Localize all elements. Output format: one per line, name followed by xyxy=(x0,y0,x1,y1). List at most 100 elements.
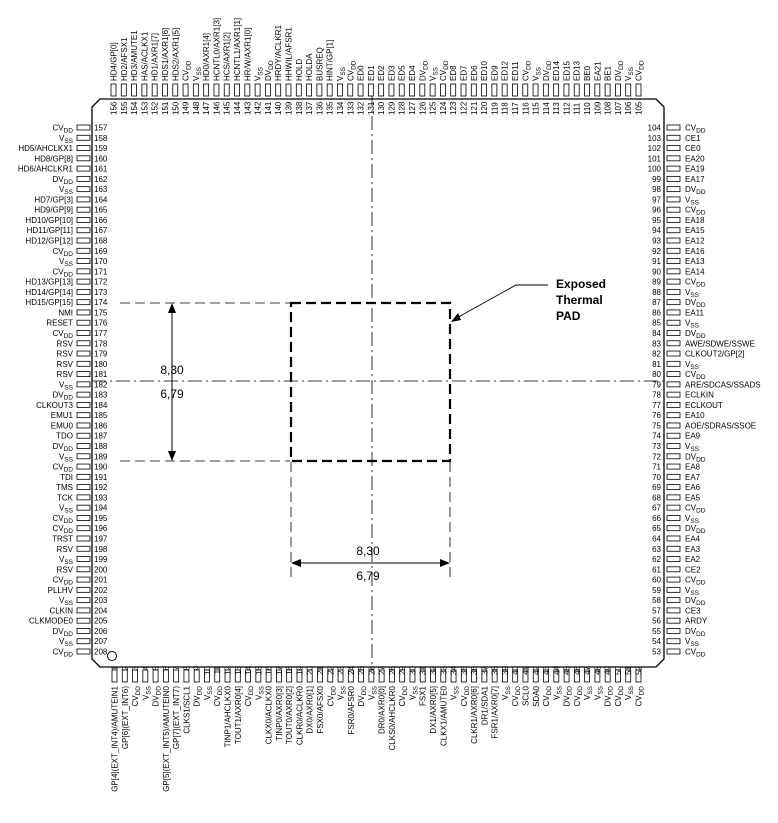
pin-number: 99 xyxy=(652,175,661,184)
pin-lead xyxy=(604,669,611,683)
pin-signal-label: TINP0/AXR0[3] xyxy=(275,686,284,741)
dimension-vertical-max: 8,30 xyxy=(160,363,184,377)
pin-lead xyxy=(419,83,426,97)
pin-lead xyxy=(234,83,240,97)
pin-lead xyxy=(76,217,91,223)
pin-number: 14 xyxy=(244,665,253,674)
pin-number: 173 xyxy=(94,288,108,297)
pin-lead xyxy=(76,586,91,593)
pin-signal-label: ED9 xyxy=(490,65,499,81)
pin-lead xyxy=(76,278,91,285)
pin-lead xyxy=(378,83,385,97)
pin-lead xyxy=(152,669,159,683)
pin-number: 198 xyxy=(94,545,108,554)
pin-number: 137 xyxy=(305,101,314,115)
pin-number: 130 xyxy=(377,101,386,115)
pin-number: 7 xyxy=(172,665,181,670)
pin-lead xyxy=(76,504,91,511)
pin-signal-label: CVDD xyxy=(52,648,73,659)
pin-number: 96 xyxy=(652,206,661,215)
pin-signal-label: DVDD xyxy=(685,627,706,638)
pin-number: 204 xyxy=(94,606,108,615)
pin-number: 109 xyxy=(593,101,602,115)
pin-signal-label: DVDD xyxy=(193,686,204,707)
pin-signal-label: ED3 xyxy=(387,65,396,81)
pin-lead xyxy=(76,545,91,552)
pin-number: 107 xyxy=(614,101,623,115)
pin-signal-label: CVDD xyxy=(52,267,73,278)
pin-number: 11 xyxy=(213,665,222,674)
pin-lead xyxy=(76,628,91,634)
pin-signal-label: ED2 xyxy=(377,65,386,81)
pin-signal-label: VSS xyxy=(624,66,635,81)
pin-lead xyxy=(666,237,681,244)
pin-signal-label: VSS xyxy=(367,685,378,700)
pin-number: 29 xyxy=(398,665,407,674)
pin-signal-label: HDS2/AXR1[5] xyxy=(171,28,180,81)
pin-lead xyxy=(76,186,91,193)
pin-number: 63 xyxy=(652,545,661,554)
pin-number: 177 xyxy=(94,329,108,338)
pin-signal-label: DVDD xyxy=(52,627,73,638)
pin-signal-label: DVDD xyxy=(614,60,625,81)
pin-lead xyxy=(666,453,681,460)
pin-lead xyxy=(522,669,529,683)
pin-number: 15 xyxy=(254,665,263,674)
pin-number: 189 xyxy=(94,452,108,461)
pin-signal-label: CVDD xyxy=(685,504,706,515)
arrowhead xyxy=(168,451,176,461)
pin-signal-label: HD5/AHCLKX1 xyxy=(18,144,73,153)
pin-number: 75 xyxy=(652,421,661,430)
pin-number: 163 xyxy=(94,185,108,194)
pin-number: 33 xyxy=(439,665,448,674)
pin-signal-label: VSS xyxy=(685,442,700,453)
pin-lead xyxy=(409,83,415,97)
pin-signal-label: TOUT1/AXR0[4] xyxy=(234,686,243,744)
pin-lead xyxy=(553,669,560,683)
pin-number: 159 xyxy=(94,144,108,153)
pin-signal-label: TDI xyxy=(60,473,73,482)
pin-number: 82 xyxy=(652,350,661,359)
pin-signal-label: DVDD xyxy=(52,442,73,453)
pin-number: 5 xyxy=(152,665,161,670)
pin-number: 57 xyxy=(652,606,661,615)
pin-number: 105 xyxy=(635,101,644,115)
pin-lead xyxy=(368,669,375,683)
pin-number: 52 xyxy=(635,665,644,674)
pin-number: 92 xyxy=(652,247,661,256)
pin-signal-label: RSV xyxy=(57,350,74,359)
pin-lead xyxy=(470,83,477,97)
pin-signal-label: CVDD xyxy=(52,463,73,474)
pin-lead xyxy=(460,669,467,683)
pin-lead xyxy=(357,83,364,97)
pin-number: 36 xyxy=(470,665,479,674)
pin-number: 186 xyxy=(94,421,108,430)
pin-lead xyxy=(76,196,91,203)
pin-signal-label: VSS xyxy=(254,66,265,81)
pin-signal-label: EA7 xyxy=(685,473,701,482)
pin-signal-label: HD10/GP[10] xyxy=(25,216,73,225)
pin-signal-label: EA3 xyxy=(685,545,701,554)
pin-signal-label: HD12/GP[12] xyxy=(25,237,73,246)
pin-number: 121 xyxy=(470,101,479,115)
pin-lead xyxy=(666,227,681,234)
pin-number: 93 xyxy=(652,237,661,246)
pin-lead xyxy=(76,638,91,645)
pin-number: 156 xyxy=(110,101,119,115)
pin-lead xyxy=(76,155,91,162)
pin-signal-label: VSS xyxy=(593,685,604,700)
pin-number: 104 xyxy=(648,124,662,133)
pin-signal-label: TRST xyxy=(52,534,73,543)
pin-signal-label: CVDD xyxy=(346,60,357,81)
pin-number: 31 xyxy=(419,665,428,674)
pin-lead xyxy=(666,340,681,347)
pin-signal-label: VSS xyxy=(254,685,265,700)
pin-signal-label: CVDD xyxy=(511,686,522,707)
pin-number: 61 xyxy=(652,565,661,574)
pin-lead xyxy=(204,669,210,683)
pin-signal-label: EA13 xyxy=(685,257,705,266)
pin-signal-label: ARE/SDCAS/SSADS xyxy=(685,380,761,389)
pin-lead xyxy=(666,381,681,388)
pin-number: 2 xyxy=(121,665,130,670)
pin-lead xyxy=(666,473,681,480)
